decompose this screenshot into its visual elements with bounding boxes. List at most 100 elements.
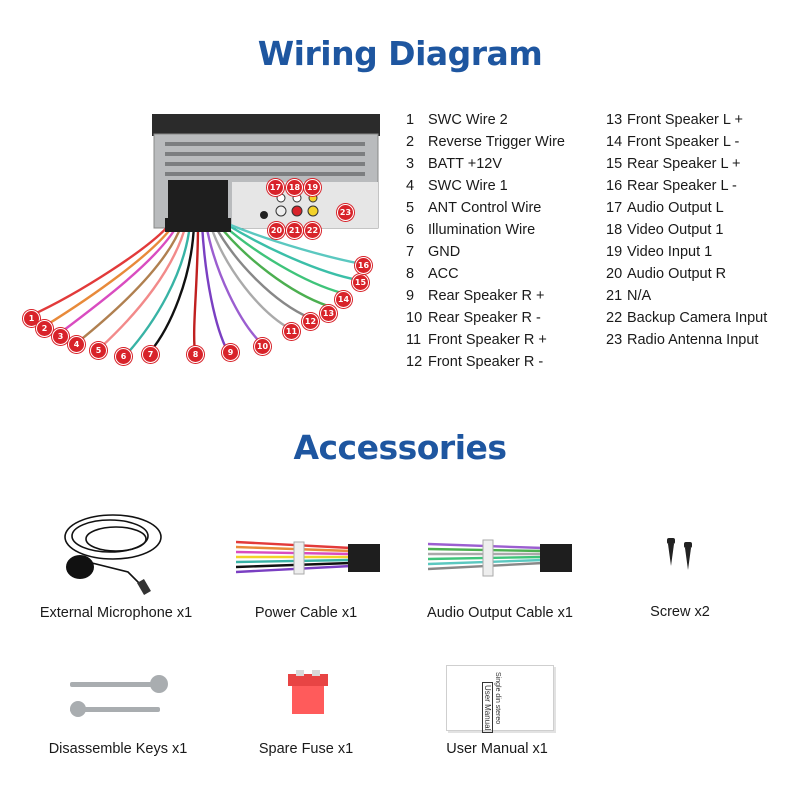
legend-label: Reverse Trigger Wire bbox=[428, 134, 565, 150]
diagram-marker-10: 10 bbox=[254, 338, 271, 355]
legend-label: BATT +12V bbox=[428, 156, 503, 172]
diagram-marker-21: 21 bbox=[286, 222, 303, 239]
legend-item: 3 BATT +12V bbox=[406, 153, 565, 175]
keys-icon bbox=[70, 675, 168, 717]
legend-item: 4 SWC Wire 1 bbox=[406, 175, 565, 197]
fuse-icon bbox=[288, 670, 328, 714]
legend-item: 7 GND bbox=[406, 241, 565, 263]
legend-item: 8 ACC bbox=[406, 263, 565, 285]
audio-cable-icon bbox=[428, 539, 572, 577]
legend-number: 13 bbox=[606, 112, 623, 128]
legend-label: GND bbox=[428, 244, 461, 260]
legend-item: 1 SWC Wire 2 bbox=[406, 109, 565, 131]
legend-label: N/A bbox=[627, 288, 652, 304]
legend-number: 8 bbox=[406, 266, 415, 282]
legend-label: Rear Speaker R - bbox=[428, 310, 541, 326]
diagram-marker-12: 12 bbox=[302, 313, 319, 330]
legend-item: 6 Illumination Wire bbox=[406, 219, 565, 241]
accessory-label-manual: User Manual x1 bbox=[446, 741, 548, 757]
legend-number: 1 bbox=[406, 112, 415, 128]
diagram-marker-5: 5 bbox=[90, 342, 107, 359]
legend-label: ANT Control Wire bbox=[428, 200, 542, 216]
legend-item: 5 ANT Control Wire bbox=[406, 197, 565, 219]
diagram-marker-1: 1 bbox=[23, 310, 40, 327]
diagram-marker-17: 17 bbox=[267, 179, 284, 196]
diagram-marker-8: 8 bbox=[187, 346, 204, 363]
accessory-label-audio-cable: Audio Output Cable x1 bbox=[427, 605, 573, 621]
diagram-marker-7: 7 bbox=[142, 346, 159, 363]
diagram-marker-9: 9 bbox=[222, 344, 239, 361]
diagram-marker-4: 4 bbox=[68, 336, 85, 353]
legend-number: 19 bbox=[606, 244, 623, 260]
diagram-marker-6: 6 bbox=[115, 348, 132, 365]
legend-label: Rear Speaker L - bbox=[627, 178, 737, 194]
diagram-marker-22: 22 bbox=[304, 222, 321, 239]
accessory-label-keys: Disassemble Keys x1 bbox=[48, 741, 188, 757]
legend-item: 12 Front Speaker R - bbox=[406, 351, 565, 373]
diagram-marker-15: 15 bbox=[352, 274, 369, 291]
diagram-marker-20: 20 bbox=[268, 222, 285, 239]
legend-number: 7 bbox=[406, 244, 415, 260]
legend-label: Audio Output L bbox=[627, 200, 724, 216]
legend-number: 17 bbox=[606, 200, 623, 216]
legend-number: 6 bbox=[406, 222, 415, 238]
legend-label: ACC bbox=[428, 266, 459, 282]
legend-label: Backup Camera Input bbox=[627, 310, 768, 326]
legend-label: SWC Wire 1 bbox=[428, 178, 508, 194]
legend-number: 11 bbox=[406, 332, 422, 348]
legend-number: 5 bbox=[406, 200, 415, 216]
diagram-marker-14: 14 bbox=[335, 291, 352, 308]
accessory-label-screw: Screw x2 bbox=[650, 604, 710, 620]
legend-number: 3 bbox=[406, 156, 415, 172]
legend-label: Video Output 1 bbox=[627, 222, 724, 238]
accessories-title: Accessories bbox=[293, 428, 507, 467]
manual-cover-title: User Manual bbox=[482, 682, 493, 734]
legend-label: Illumination Wire bbox=[428, 222, 536, 238]
manual-icon: Single din stereo User Manual bbox=[446, 665, 554, 734]
screw-icon bbox=[667, 538, 692, 570]
manual-cover-subtitle: Single din stereo bbox=[494, 672, 501, 725]
legend-number: 2 bbox=[406, 134, 415, 150]
legend-number: 21 bbox=[606, 288, 623, 304]
harness-wires bbox=[28, 222, 364, 358]
legend-number: 10 bbox=[406, 310, 423, 326]
wiring-diagram-title: Wiring Diagram bbox=[257, 34, 543, 73]
legend-number: 14 bbox=[606, 134, 623, 150]
legend-number: 18 bbox=[606, 222, 623, 238]
legend-label: Front Speaker L - bbox=[627, 134, 740, 150]
legend-number: 4 bbox=[406, 178, 415, 194]
legend-label: Rear Speaker R + bbox=[428, 288, 545, 304]
legend-item: 9 Rear Speaker R + bbox=[406, 285, 565, 307]
accessory-label-fuse: Spare Fuse x1 bbox=[258, 741, 354, 757]
diagram-marker-18: 18 bbox=[286, 179, 303, 196]
diagram-marker-3: 3 bbox=[52, 328, 69, 345]
legend-label: SWC Wire 2 bbox=[428, 112, 508, 128]
diagram-marker-2: 2 bbox=[36, 320, 53, 337]
legend-number: 23 bbox=[606, 332, 623, 348]
legend-label: Rear Speaker L + bbox=[627, 156, 741, 172]
diagram-marker-13: 13 bbox=[320, 305, 337, 322]
legend-number: 15 bbox=[606, 156, 623, 172]
legend-number: 20 bbox=[606, 266, 623, 282]
power-cable-icon bbox=[236, 540, 380, 575]
legend-label: Front Speaker R - bbox=[428, 354, 544, 370]
legend-item: 10 Rear Speaker R - bbox=[406, 307, 565, 329]
legend-number: 12 bbox=[406, 354, 423, 370]
legend-item: 2 Reverse Trigger Wire bbox=[406, 131, 565, 153]
diagram-marker-19: 19 bbox=[304, 179, 321, 196]
legend-number: 9 bbox=[406, 288, 415, 304]
microphone-icon bbox=[64, 514, 162, 596]
legend-label: Audio Output R bbox=[627, 266, 727, 282]
